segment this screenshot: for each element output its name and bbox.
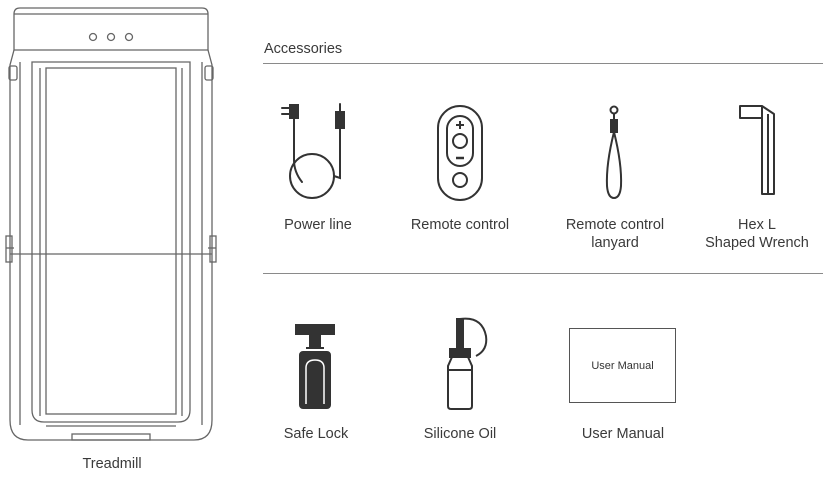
safe-lock-label: Safe Lock (283, 426, 349, 442)
hex-wrench-icon (739, 105, 775, 195)
section-title: Accessories (264, 41, 343, 57)
lanyard-label-line1: Remote control (565, 217, 665, 233)
top-divider (263, 63, 823, 64)
remote-control-icon (437, 105, 483, 201)
lanyard-icon (605, 105, 623, 200)
user-manual-label: User Manual (581, 426, 665, 442)
middle-divider (263, 273, 823, 274)
power-line-label: Power line (284, 217, 352, 233)
treadmill-label: Treadmill (82, 456, 142, 472)
hex-wrench-label-line2: Shaped Wrench (705, 235, 809, 251)
user-manual-cover-text: User Manual (591, 359, 654, 372)
power-cable-icon (281, 103, 345, 199)
lanyard-label-line2: lanyard (591, 235, 639, 251)
hex-wrench-label-line1: Hex L (738, 217, 776, 233)
silicone-oil-icon (447, 317, 488, 410)
silicone-oil-label: Silicone Oil (423, 426, 497, 442)
remote-control-label: Remote control (410, 217, 510, 233)
safe-lock-icon (295, 324, 335, 409)
user-manual-icon: User Manual (569, 328, 676, 403)
treadmill-icon (5, 7, 217, 441)
